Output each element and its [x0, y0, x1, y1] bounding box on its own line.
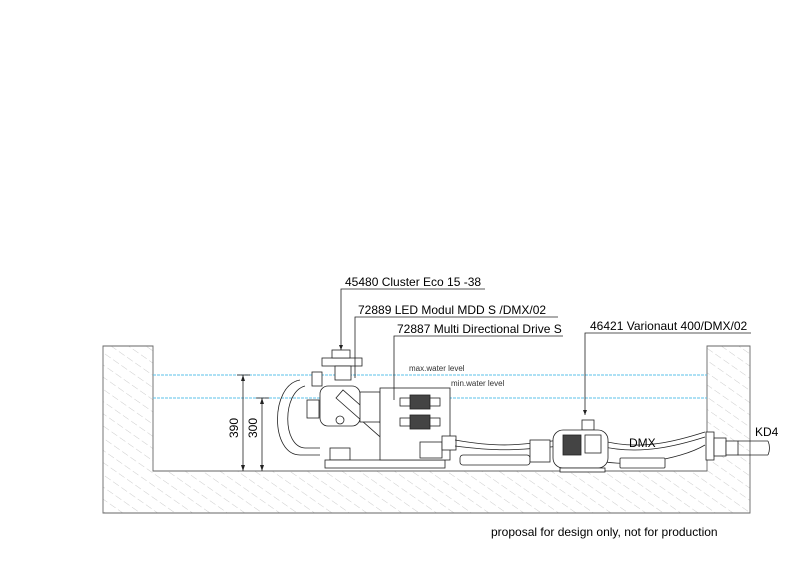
label-kd4: KD4 [755, 425, 779, 439]
label-cluster: 45480 Cluster Eco 15 -38 [345, 275, 481, 289]
dimension-390: 390 [227, 374, 250, 471]
multi-directional-drive [359, 387, 457, 461]
max-water-level-label: max.water level [409, 364, 465, 373]
cables [454, 431, 706, 469]
varionaut-unit [552, 419, 609, 473]
label-led-module: 72889 LED Modul MDD S /DMX/02 [358, 303, 546, 317]
svg-text:390: 390 [227, 418, 241, 438]
leader-lines [339, 288, 751, 415]
label-dmx: DMX [629, 436, 656, 450]
min-water-level-label: min.water level [451, 379, 505, 388]
label-varionaut: 46421 Varionaut 400/DMX/02 [590, 319, 748, 333]
dimension-300: 300 [246, 397, 269, 471]
label-drive: 72887 Multi Directional Drive S [397, 322, 562, 336]
kd4-wall-passthrough [705, 431, 770, 461]
footer-disclaimer: proposal for design only, not for produc… [491, 525, 718, 539]
svg-text:300: 300 [246, 418, 260, 438]
